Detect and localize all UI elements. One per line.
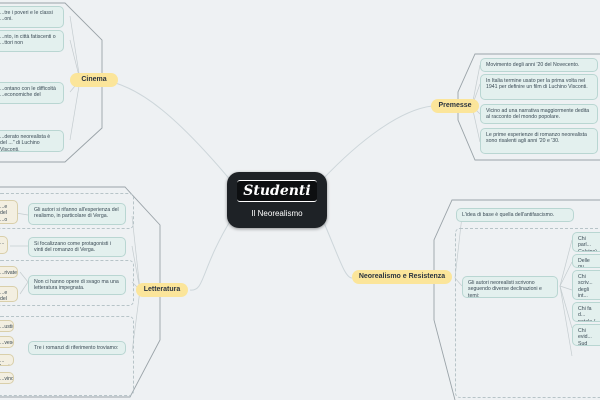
cinema-item-3[interactable]: ...ontano con le difficoltà ...economich… xyxy=(0,82,64,104)
resistenza-branch[interactable]: Gli autori neorealisti scrivono seguendo… xyxy=(462,276,558,298)
letteratura-side-4[interactable]: ...e del xyxy=(0,286,18,302)
letteratura-side-5[interactable]: ...ustini, xyxy=(0,320,14,332)
premesse-item-4[interactable]: Le prime esperienze di romanzo neorealis… xyxy=(480,128,598,154)
letteratura-side-6[interactable]: ...vese, xyxy=(0,336,14,348)
premesse-item-1[interactable]: Movimento degli anni '20 del Novecento. xyxy=(480,58,598,72)
topic-premesse[interactable]: Premesse xyxy=(431,99,479,113)
link-central-resistenza xyxy=(321,217,353,279)
resistenza-item-2[interactable]: Delle gu... xyxy=(572,254,600,268)
central-topic[interactable]: Studenti Il Neorealismo xyxy=(227,172,327,228)
letteratura-item-3[interactable]: Non ci hanno opere di svago ma una lette… xyxy=(28,275,126,295)
cinema-item-4[interactable]: ...derato neorealista è del ..." di Luch… xyxy=(0,130,64,152)
resistenza-group xyxy=(455,228,600,398)
topic-neorealismo-resistenza[interactable]: Neorealismo e Resistenza xyxy=(352,270,452,284)
letteratura-side-2[interactable]: ... xyxy=(0,236,8,254)
link-central-cinema xyxy=(101,79,233,183)
letteratura-group-3 xyxy=(0,316,134,396)
letteratura-group-1 xyxy=(0,193,134,229)
link-central-premesse xyxy=(321,105,433,181)
letteratura-group-2 xyxy=(0,260,134,306)
topic-letteratura[interactable]: Letteratura xyxy=(136,283,188,297)
letteratura-item-2[interactable]: Si focalizzano come protagonisti i vinti… xyxy=(28,237,126,257)
central-title: Il Neorealismo xyxy=(251,209,303,218)
letteratura-item-1[interactable]: Gli autori si rifanno all'esperienza del… xyxy=(28,203,126,225)
resistenza-item-1[interactable]: Chi parl... Calvino) xyxy=(572,232,600,252)
studenti-logo: Studenti xyxy=(237,180,317,202)
premesse-item-2[interactable]: In Italia termine usato per la prima vol… xyxy=(480,74,598,100)
letteratura-item-4[interactable]: Tre i romanzi di riferimento troviamo: xyxy=(28,341,126,355)
premesse-item-3[interactable]: Vicino ad una narrativa maggiormente ded… xyxy=(480,104,598,124)
letteratura-side-7[interactable]: ... Levi, xyxy=(0,354,14,366)
cinema-item-2[interactable]: ...nto, in città fatiscenti o ...ttori n… xyxy=(0,30,64,52)
letteratura-outline xyxy=(0,186,161,398)
link-central-letteratura xyxy=(189,217,233,291)
letteratura-side-3[interactable]: ...rivate xyxy=(0,266,18,278)
resistenza-item-4[interactable]: Chi fa d... natale (... xyxy=(572,302,600,322)
resistenza-outline xyxy=(433,199,600,400)
resistenza-item-5[interactable]: Chi evid... Sud (Ca... xyxy=(572,324,600,346)
cinema-item-1[interactable]: ...tre i poveri e le classi ...oni. xyxy=(0,6,64,28)
resistenza-item-3[interactable]: Chi scriv... degli int... (Pavese) xyxy=(572,270,600,300)
letteratura-side-8[interactable]: ...vino. xyxy=(0,372,14,384)
resistenza-intro[interactable]: L'idea di base è quella dell'antifascism… xyxy=(456,208,574,222)
topic-cinema[interactable]: Cinema xyxy=(70,73,118,87)
letteratura-side-1[interactable]: ...e del ...o xyxy=(0,200,18,224)
